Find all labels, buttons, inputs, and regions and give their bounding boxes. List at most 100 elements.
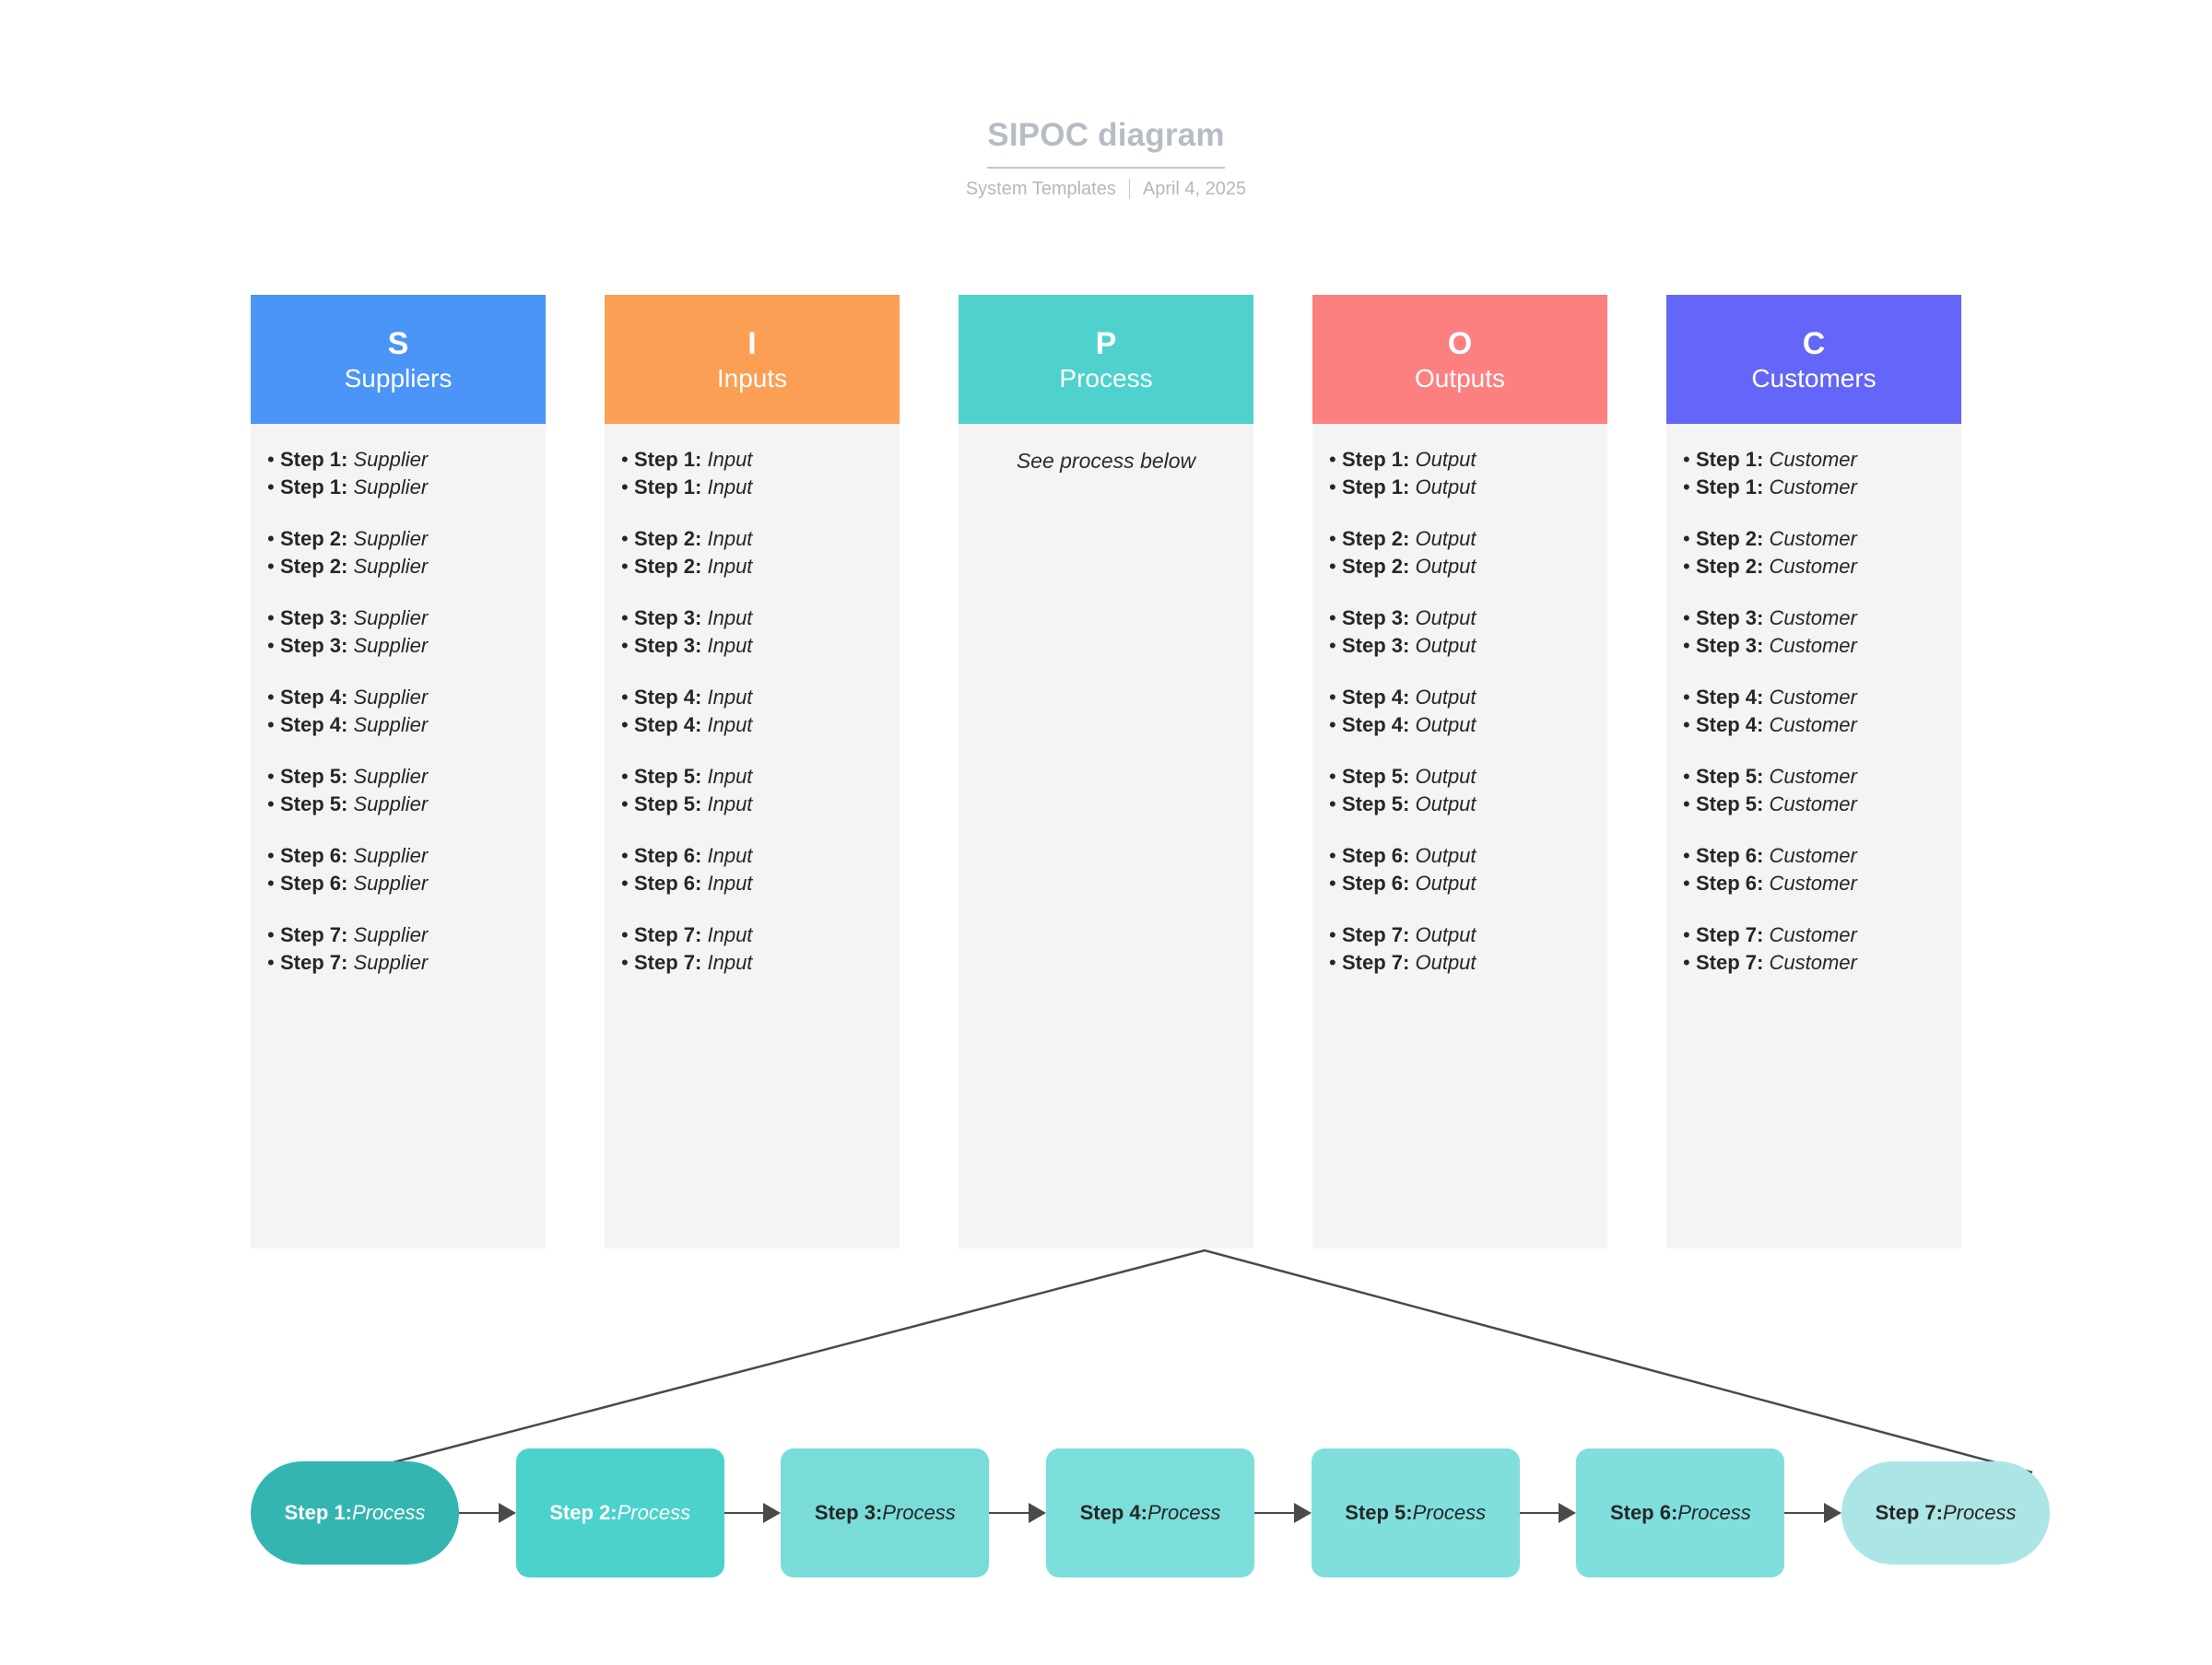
process-step-label: Step 1: xyxy=(284,1500,352,1524)
step-label: Step 2: xyxy=(1696,555,1764,578)
step-value: Output xyxy=(1415,844,1477,867)
column-letter: P xyxy=(1095,325,1117,361)
step-label: Step 2: xyxy=(1342,555,1410,578)
step-label: Step 7: xyxy=(1696,923,1764,946)
process-step-5[interactable]: Step 5: Process xyxy=(1311,1448,1520,1577)
step-label: Step 7: xyxy=(1342,951,1410,974)
step-value: Supplier xyxy=(353,923,429,946)
list-item: •Step 7: Supplier xyxy=(267,949,529,977)
step-label: Step 3: xyxy=(1342,606,1410,629)
bullet-icon: • xyxy=(621,634,629,657)
process-step-4[interactable]: Step 4: Process xyxy=(1046,1448,1255,1577)
step-group: • Step 1: Customer• Step 1: Customer xyxy=(1683,446,1945,501)
list-item: •Step 4: Supplier xyxy=(267,684,529,711)
column-name: Outputs xyxy=(1414,364,1506,393)
bullet-icon: • xyxy=(621,951,629,974)
step-value: Output xyxy=(1415,475,1477,498)
list-item: •Step 2: Customer xyxy=(1683,553,1945,580)
bullet-icon: • xyxy=(1329,686,1336,709)
step-value: Input xyxy=(707,713,753,736)
step-value: Customer xyxy=(1769,872,1857,895)
bullet-icon: • xyxy=(1329,923,1336,946)
list-item: •Step 7: Customer xyxy=(1683,949,1945,977)
step-label: Step 7: xyxy=(634,923,702,946)
bullet-icon: • xyxy=(1683,555,1690,578)
bullet-icon: • xyxy=(1329,475,1336,498)
step-value: Input xyxy=(707,923,753,946)
column-letter: S xyxy=(387,325,409,361)
bullet-icon: • xyxy=(621,606,629,629)
process-step-value: Process xyxy=(617,1500,691,1524)
list-item: •Step 6: Customer xyxy=(1683,842,1945,870)
step-label: Step 1: xyxy=(1696,475,1764,498)
step-value: Output xyxy=(1415,792,1477,815)
step-label: Step 2: xyxy=(280,527,348,550)
step-label: Step 1: xyxy=(1696,448,1764,471)
step-label: Step 4: xyxy=(280,713,348,736)
process-step-6[interactable]: Step 6: Process xyxy=(1576,1448,1785,1577)
bullet-icon: • xyxy=(621,923,629,946)
step-label: Step 6: xyxy=(280,844,348,867)
step-label: Step 2: xyxy=(280,555,348,578)
step-label: Step 6: xyxy=(1342,844,1410,867)
step-label: Step 7: xyxy=(1696,951,1764,974)
step-label: Step 1: xyxy=(1342,475,1410,498)
step-group: •Step 1: Input•Step 1: Input xyxy=(621,446,883,501)
process-step-3[interactable]: Step 3: Process xyxy=(781,1448,990,1577)
list-item: •Step 5: Supplier xyxy=(267,763,529,791)
column-header-outputs: O Outputs xyxy=(1312,295,1607,424)
step-value: Supplier xyxy=(353,844,429,867)
process-step-1[interactable]: Step 1: Process xyxy=(251,1461,459,1565)
step-value: Customer xyxy=(1769,475,1857,498)
step-label: Step 5: xyxy=(634,792,702,815)
process-step-label: Step 7: xyxy=(1875,1500,1943,1524)
list-item: •Step 4: Input xyxy=(621,711,883,739)
list-item: •Step 1: Supplier xyxy=(267,446,529,474)
step-label: Step 7: xyxy=(280,951,348,974)
list-item: •Step 6: Input xyxy=(621,842,883,870)
process-step-value: Process xyxy=(1412,1500,1487,1524)
bullet-icon: • xyxy=(267,923,275,946)
column-body-outputs: •Step 1: Output•Step 1: Output•Step 2: O… xyxy=(1312,424,1607,1249)
list-item: •Step 2: Output xyxy=(1329,525,1591,553)
document-header: SIPOC diagram System Templates April 4, … xyxy=(0,117,2212,200)
step-value: Output xyxy=(1415,606,1477,629)
list-item: •Step 1: Supplier xyxy=(267,474,529,501)
process-step-7[interactable]: Step 7: Process xyxy=(1841,1461,2051,1565)
step-value: Customer xyxy=(1769,448,1857,471)
list-item: •Step 5: Output xyxy=(1329,763,1591,791)
step-label: Step 3: xyxy=(1696,606,1764,629)
step-value: Customer xyxy=(1769,713,1857,736)
step-value: Supplier xyxy=(353,475,429,498)
step-value: Customer xyxy=(1769,606,1857,629)
bullet-icon: • xyxy=(267,872,275,895)
step-label: Step 3: xyxy=(280,606,348,629)
step-group: •Step 5: Output•Step 5: Output xyxy=(1329,763,1591,818)
list-item: •Step 2: Customer xyxy=(1683,525,1945,553)
column-body-inputs: •Step 1: Input•Step 1: Input •Step 2: Inp… xyxy=(605,424,900,1249)
process-step-2[interactable]: Step 2: Process xyxy=(515,1448,724,1577)
bullet-icon: • xyxy=(1683,448,1690,471)
list-item: • Step 1: Customer xyxy=(1683,446,1945,474)
column-letter: O xyxy=(1447,325,1473,361)
step-group: •Step 3: Input•Step 3: Input xyxy=(621,604,883,660)
step-group: •Step 7: Supplier•Step 7: Supplier xyxy=(267,921,529,977)
step-label: Step 1: xyxy=(634,448,702,471)
step-value: Supplier xyxy=(353,872,429,895)
step-value: Input xyxy=(707,634,753,657)
step-label: Step 3: xyxy=(280,634,348,657)
list-item: •Step 7: Supplier xyxy=(267,921,529,949)
list-item: •Step 4: Output xyxy=(1329,711,1591,739)
list-item: •Step 2: Input xyxy=(621,553,883,580)
bullet-icon: • xyxy=(621,844,629,867)
process-step-label: Step 6: xyxy=(1609,1500,1678,1524)
bullet-icon: • xyxy=(621,686,629,709)
bullet-icon: • xyxy=(267,844,275,867)
bullet-icon: • xyxy=(1329,448,1336,471)
step-value: Input xyxy=(707,765,753,788)
column-body-process: See process below xyxy=(959,424,1253,1249)
flow-arrow-icon xyxy=(459,1448,516,1577)
